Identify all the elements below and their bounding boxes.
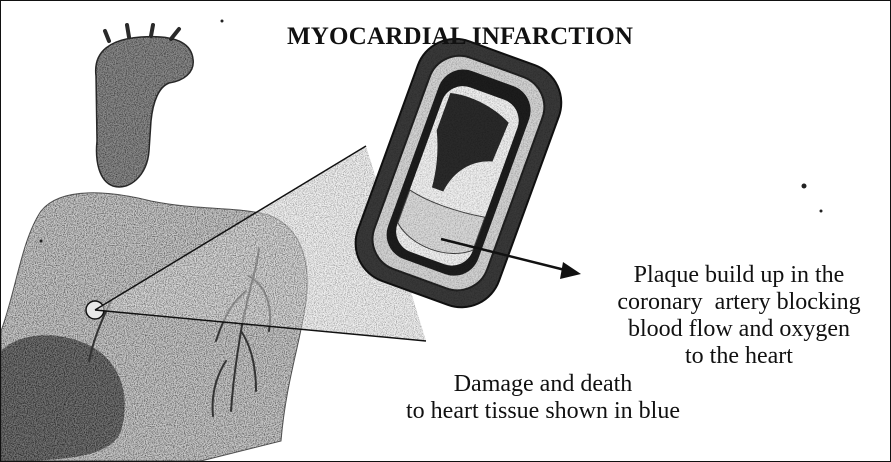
plaque-callout-line: blood flow and oxygen	[591, 316, 887, 343]
plaque-callout-line: to the heart	[591, 343, 887, 370]
plaque-callout: Plaque build up in the coronary artery b…	[591, 262, 887, 370]
diagram-title: MYOCARDIAL INFARCTION	[287, 23, 633, 51]
damage-callout: Damage and death to heart tissue shown i…	[353, 371, 733, 425]
artery-cross-section	[344, 28, 572, 319]
damage-callout-line: to heart tissue shown in blue	[353, 398, 733, 425]
aorta-shape	[96, 25, 194, 187]
plaque-callout-line: Plaque build up in the	[591, 262, 887, 289]
plaque-callout-line: coronary artery blocking	[591, 289, 887, 316]
damage-callout-line: Damage and death	[353, 371, 733, 398]
